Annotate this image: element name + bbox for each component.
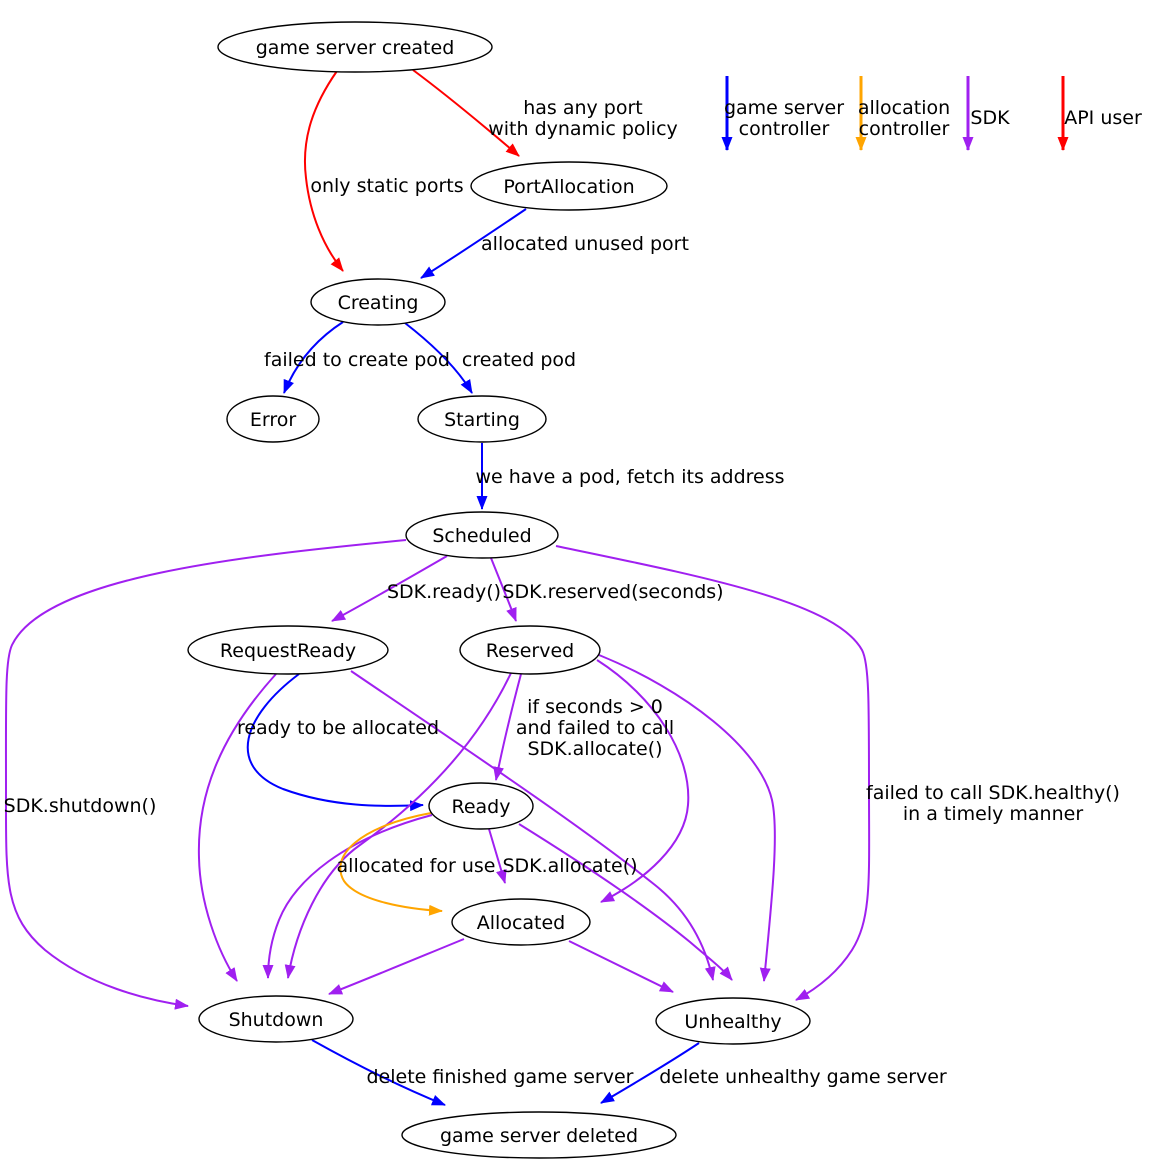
edge-label-only-static-ports: only static ports <box>310 175 463 197</box>
node-creating: Creating <box>310 278 446 326</box>
node-shape-unhealthy <box>655 997 811 1045</box>
node-port-allocation: PortAllocation <box>470 161 668 211</box>
edge-label-has-any-port-line1: has any port <box>523 97 643 119</box>
node-shape-starting <box>417 395 547 443</box>
edge-label-failed-healthy-line2: in a timely manner <box>903 803 1083 825</box>
node-label-allocated: Allocated <box>477 912 565 934</box>
edge-ready-to-allocated-sdk <box>488 828 507 884</box>
node-shape-reserved <box>459 625 601 675</box>
legend-label-allocation-controller-line1: allocation <box>858 97 950 119</box>
node-shape-shutdown <box>198 995 354 1043</box>
edge-request-ready-to-unhealthy <box>350 670 716 981</box>
node-shape-ready <box>428 782 534 830</box>
node-shape-created <box>217 21 493 73</box>
node-label-created: game server created <box>256 37 455 59</box>
nodes-layer: game server created PortAllocation Creat… <box>187 21 811 1159</box>
edge-unhealthy-to-deleted <box>600 1042 700 1104</box>
node-shape-port-allocation <box>470 161 668 211</box>
legend-label-allocation-controller-line2: controller <box>859 118 950 140</box>
legend-label-game-server-controller-line2: controller <box>739 118 830 140</box>
node-label-request-ready: RequestReady <box>220 640 356 662</box>
node-shape-error <box>226 395 320 443</box>
edge-creating-to-error <box>283 321 344 394</box>
edge-label-sdk-reserved: SDK.reserved(seconds) <box>502 581 723 603</box>
edge-label-we-have-a-pod: we have a pod, fetch its address <box>475 466 784 488</box>
node-game-server-created: game server created <box>217 21 493 73</box>
edge-allocated-to-shutdown <box>328 938 465 995</box>
edge-reserved-to-unhealthy <box>598 654 776 982</box>
edge-labels-layer: has any port with dynamic policy only st… <box>4 97 1120 1088</box>
edge-label-sdk-allocate: SDK.allocate() <box>502 855 637 877</box>
edge-label-has-any-port-line2: with dynamic policy <box>488 118 678 140</box>
node-shape-deleted <box>401 1111 677 1159</box>
edge-scheduled-to-shutdown <box>4 539 407 1010</box>
edge-label-delete-finished: delete finished game server <box>366 1066 633 1088</box>
node-scheduled: Scheduled <box>405 511 559 559</box>
edge-creating-to-starting <box>404 322 473 394</box>
edge-ready-to-unhealthy <box>518 823 733 981</box>
edge-created-to-creating <box>304 70 344 272</box>
node-label-unhealthy: Unhealthy <box>684 1011 781 1033</box>
node-unhealthy: Unhealthy <box>655 997 811 1045</box>
node-allocated: Allocated <box>451 898 591 946</box>
edge-label-allocated-unused-port: allocated unused port <box>481 233 689 255</box>
edge-created-to-port-allocation <box>412 69 520 157</box>
edge-label-ready-to-be-allocated: ready to be allocated <box>237 717 439 739</box>
edge-label-sdk-shutdown: SDK.shutdown() <box>4 795 157 817</box>
node-label-port-allocation: PortAllocation <box>503 176 634 198</box>
edge-label-delete-unhealthy: delete unhealthy game server <box>659 1066 947 1088</box>
node-label-creating: Creating <box>338 292 419 314</box>
legend-label-game-server-controller-line1: game server <box>724 97 844 119</box>
node-shape-allocated <box>451 898 591 946</box>
edge-label-created-pod: created pod <box>462 349 576 371</box>
legend-label-sdk: SDK <box>970 107 1010 129</box>
edge-scheduled-to-request-ready <box>331 555 448 622</box>
edge-label-failed-healthy-line1: failed to call SDK.healthy() <box>866 782 1120 804</box>
edge-reserved-to-ready <box>493 673 522 781</box>
node-starting: Starting <box>417 395 547 443</box>
node-game-server-deleted: game server deleted <box>401 1111 677 1159</box>
node-label-error: Error <box>250 409 297 431</box>
node-label-scheduled: Scheduled <box>432 525 531 547</box>
edge-port-allocation-to-creating <box>420 208 527 279</box>
node-shape-creating <box>310 278 446 326</box>
edge-request-ready-to-ready <box>246 673 424 812</box>
node-label-starting: Starting <box>444 409 520 431</box>
legend: game server controller allocation contro… <box>721 76 1142 151</box>
node-label-reserved: Reserved <box>486 640 574 662</box>
node-error: Error <box>226 395 320 443</box>
node-label-deleted: game server deleted <box>440 1125 638 1147</box>
edge-scheduled-to-unhealthy <box>555 545 871 1001</box>
edge-label-if-seconds-line1: if seconds > 0 <box>527 696 663 718</box>
node-ready: Ready <box>428 782 534 830</box>
node-label-shutdown: Shutdown <box>229 1009 324 1031</box>
node-shape-request-ready <box>187 625 389 675</box>
legend-label-api-user: API user <box>1064 107 1142 129</box>
node-request-ready: RequestReady <box>187 625 389 675</box>
edge-request-ready-to-shutdown <box>197 673 277 982</box>
edge-label-failed-to-create-pod: failed to create pod <box>264 349 450 371</box>
edge-scheduled-to-reserved <box>490 557 517 622</box>
edge-label-allocated-for-use: allocated for use <box>337 855 496 877</box>
edge-label-if-seconds-line2: and failed to call <box>516 717 674 739</box>
edge-label-sdk-ready: SDK.ready() <box>387 581 501 603</box>
node-reserved: Reserved <box>459 625 601 675</box>
edge-allocated-to-unhealthy <box>568 940 674 993</box>
node-label-ready: Ready <box>452 796 511 818</box>
edge-ready-to-allocated-allocation <box>339 812 443 916</box>
node-shape-scheduled <box>405 511 559 559</box>
node-shutdown: Shutdown <box>198 995 354 1043</box>
edges-layer <box>4 69 871 1106</box>
edge-label-if-seconds-line3: SDK.allocate() <box>527 738 662 760</box>
edge-reserved-to-shutdown <box>284 672 512 979</box>
edge-ready-to-shutdown <box>262 814 433 979</box>
edge-shutdown-to-deleted <box>311 1039 446 1106</box>
